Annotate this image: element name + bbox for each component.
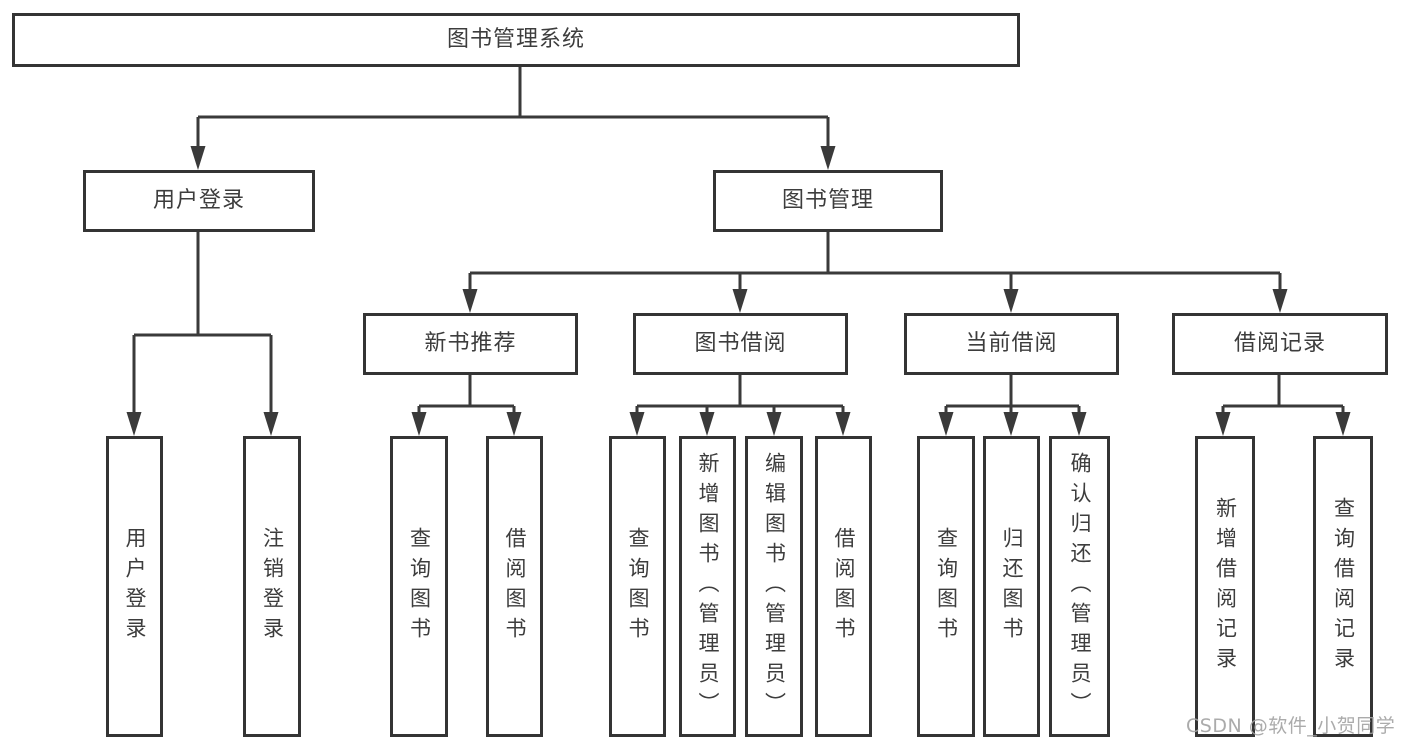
- leaf-logout-login: 注销登录: [243, 436, 301, 737]
- leaf-bb-edit-books-admin: 编辑图书（管理员）: [745, 436, 803, 737]
- leaf-nb-query-books: 查询图书: [390, 436, 448, 737]
- leaf-user-login: 用户登录: [106, 436, 163, 737]
- node-label: 图书借阅: [694, 331, 787, 356]
- node-new-book-recommend: 新书推荐: [363, 313, 578, 375]
- node-library-management-system: 图书管理系统: [12, 13, 1020, 67]
- node-borrow-records: 借阅记录: [1172, 313, 1388, 375]
- node-label: 当前借阅: [965, 331, 1058, 356]
- node-label: 新书推荐: [424, 331, 517, 356]
- leaf-bb-query-books: 查询图书: [609, 436, 666, 737]
- node-label: 图书管理系统: [446, 27, 585, 52]
- node-label: 借阅图书: [832, 526, 856, 647]
- node-label: 借阅图书: [503, 526, 527, 647]
- node-label: 查询借阅记录: [1331, 496, 1356, 677]
- leaf-nb-borrow-books: 借阅图书: [486, 436, 543, 737]
- leaf-br-query-borrow-record: 查询借阅记录: [1313, 436, 1373, 737]
- node-label: 编辑图书（管理员）: [762, 451, 787, 722]
- arrowheads: [126, 146, 1351, 436]
- node-book-borrowing: 图书借阅: [633, 313, 848, 375]
- watermark: CSDN @软件_小贺同学: [1186, 715, 1396, 737]
- node-label: 用户登录: [123, 526, 147, 647]
- node-label: 新增图书（管理员）: [696, 451, 720, 722]
- node-label: 图书管理: [781, 188, 874, 213]
- node-label: 新增借阅记录: [1213, 496, 1238, 677]
- node-label: 确认归还（管理员）: [1068, 451, 1092, 722]
- leaf-cb-return-books: 归还图书: [983, 436, 1040, 737]
- node-label: 用户登录: [152, 188, 245, 213]
- node-current-borrowing: 当前借阅: [904, 313, 1119, 375]
- tree-edges: [132, 67, 1345, 413]
- node-book-management: 图书管理: [713, 170, 943, 232]
- node-label: 借阅记录: [1233, 331, 1326, 356]
- leaf-bb-borrow-books: 借阅图书: [815, 436, 872, 737]
- leaf-cb-query-books: 查询图书: [917, 436, 975, 737]
- node-label: 注销登录: [260, 526, 285, 647]
- node-label: 查询图书: [934, 526, 959, 647]
- node-user-login: 用户登录: [83, 170, 315, 232]
- node-label: 查询图书: [626, 526, 650, 647]
- leaf-cb-confirm-return-admin: 确认归还（管理员）: [1049, 436, 1110, 737]
- leaf-br-add-borrow-record: 新增借阅记录: [1195, 436, 1255, 737]
- node-label: 归还图书: [1000, 526, 1024, 647]
- node-label: 查询图书: [407, 526, 432, 647]
- leaf-bb-add-books-admin: 新增图书（管理员）: [679, 436, 736, 737]
